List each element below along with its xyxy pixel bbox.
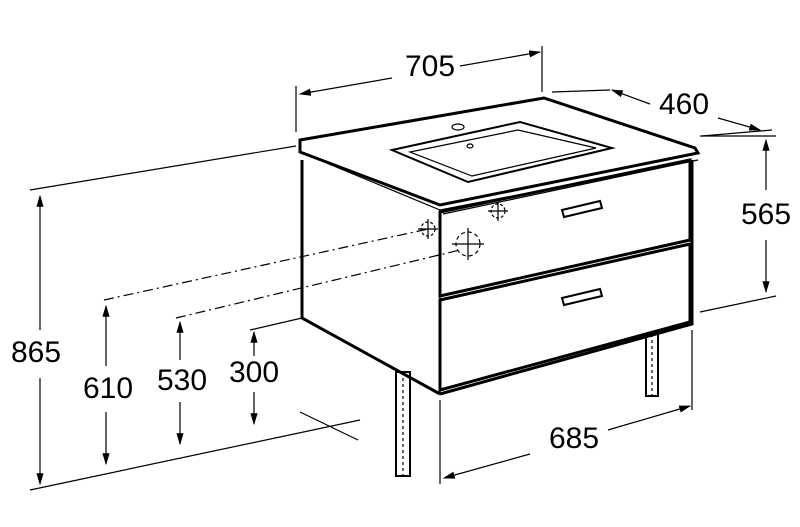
dim-705: 705 (295, 46, 543, 132)
water-inlet-marker-left (418, 219, 438, 239)
dim-460-label: 460 (659, 88, 709, 121)
front-leg (395, 371, 411, 477)
ref-line-530 (175, 249, 461, 319)
ref-line-610 (103, 228, 429, 301)
dim-460: 460 (551, 88, 773, 137)
floor-ref-line (299, 411, 359, 441)
dim-610-label: 610 (83, 372, 133, 405)
countertop (298, 96, 701, 211)
rear-leg (645, 333, 659, 397)
dim-610: 610 (83, 304, 133, 466)
top-drawer-handle (560, 199, 604, 219)
dim-705-label: 705 (405, 50, 455, 83)
basin-bowl (388, 120, 616, 184)
bottom-drawer (438, 242, 692, 392)
water-inlet-marker-right (488, 201, 508, 221)
dim-530: 530 (157, 320, 207, 446)
dim-685-label: 685 (549, 422, 599, 455)
dim-865: 865 (11, 145, 361, 491)
tap-hole (451, 123, 465, 131)
dim-565-label: 565 (741, 198, 791, 231)
bottom-drawer-handle (560, 287, 604, 307)
dim-530-label: 530 (157, 364, 207, 397)
dim-565: 565 (699, 135, 791, 313)
ref-line-300 (249, 317, 303, 331)
dim-685: 685 (439, 330, 693, 484)
top-drawer (438, 158, 692, 298)
drain-hole (466, 143, 474, 149)
dim-865-label: 865 (11, 336, 61, 369)
cabinet-side (300, 160, 694, 396)
dim-300: 300 (229, 330, 279, 426)
drain-marker (452, 228, 484, 260)
dim-300-label: 300 (229, 356, 279, 389)
